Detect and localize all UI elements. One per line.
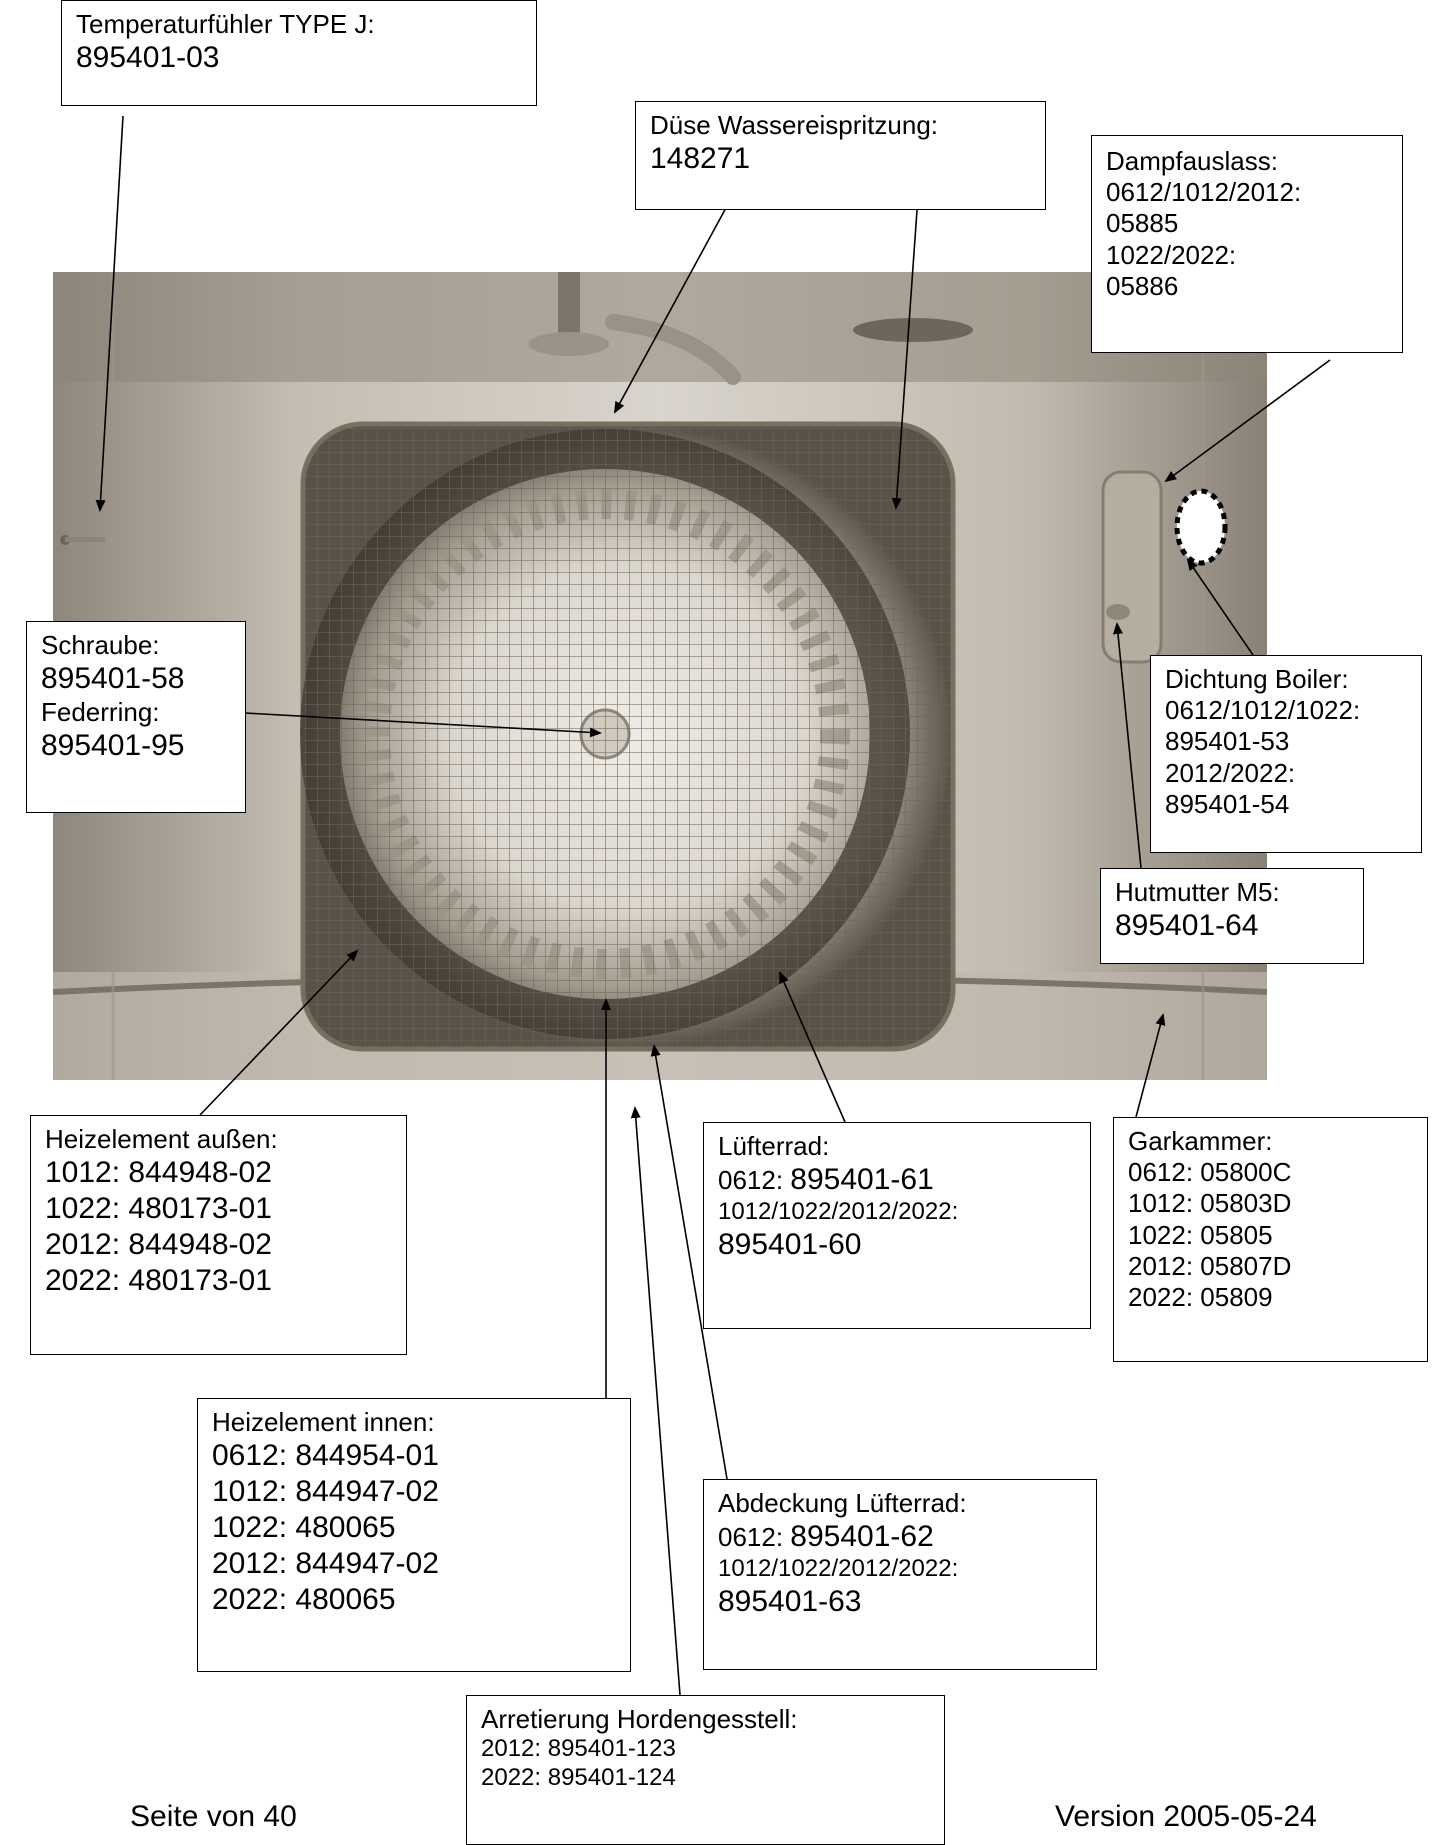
heater-outer-label: Heizelement außen: — [45, 1124, 278, 1154]
rack-lock-label: Arretierung Hordengesstell: — [481, 1704, 798, 1734]
temp-sensor-part: 895401-03 — [76, 41, 220, 75]
callout-nozzle: Düse Wassereispritzung: 148271 — [635, 101, 1046, 210]
callout-temperature-sensor: Temperaturfühler TYPE J: 895401-03 — [61, 0, 537, 106]
fan-cover-model2: 1012/1022/2012/2022: — [718, 1555, 959, 1583]
heater-inner-row: 0612: 844954-01 — [212, 1439, 439, 1473]
fan-wheel-model2: 1012/1022/2012/2022: — [718, 1198, 959, 1226]
callout-screw: Schraube: 895401-58 Federring: 895401-95 — [26, 621, 246, 813]
heater-inner-label: Heizelement innen: — [212, 1407, 435, 1437]
steam-outlet-line4: 05886 — [1106, 270, 1179, 301]
boiler-seal-label: Dichtung Boiler: — [1165, 664, 1349, 694]
fan-wheel-label: Lüfterrad: — [718, 1131, 830, 1161]
callout-fan-cover: Abdeckung Lüfterrad: 0612: 895401-62 101… — [703, 1479, 1097, 1670]
heater-inner-row: 2012: 844947-02 — [212, 1547, 439, 1581]
fan-cover-part1: 895401-62 — [790, 1520, 934, 1554]
heater-outer-row: 1022: 480173-01 — [45, 1192, 272, 1226]
callout-rack-lock: Arretierung Hordengesstell: 2012: 895401… — [466, 1695, 945, 1845]
cooking-chamber-row: 1012: 05803D — [1128, 1188, 1292, 1219]
steam-outlet-label: Dampfauslass: — [1106, 146, 1278, 176]
steam-outlet-line1: 0612/1012/2012: — [1106, 177, 1302, 208]
fan-cover-model1: 0612: — [718, 1522, 791, 1553]
callout-cap-nut: Hutmutter M5: 895401-64 — [1100, 868, 1364, 964]
page-footer-left: Seite von 40 — [130, 1800, 297, 1833]
cooking-chamber-row: 0612: 05800C — [1128, 1157, 1292, 1188]
rack-lock-row: 2012: 895401-123 — [481, 1735, 676, 1763]
callout-heater-outer: Heizelement außen: 1012: 844948-02 1022:… — [30, 1115, 407, 1355]
heater-inner-row: 1012: 844947-02 — [212, 1475, 439, 1509]
spring-washer-part: 895401-95 — [41, 729, 185, 763]
rack-lock-row: 2022: 895401-124 — [481, 1763, 676, 1791]
boiler-seal-line3: 2012/2022: — [1165, 757, 1296, 788]
callout-fan-wheel: Lüfterrad: 0612: 895401-61 1012/1022/201… — [703, 1122, 1091, 1329]
fan-cover-part2: 895401-63 — [718, 1584, 862, 1618]
cooking-chamber-row: 2012: 05807D — [1128, 1250, 1292, 1281]
nozzle-part: 148271 — [650, 142, 751, 176]
leader-rack-lock — [630, 1106, 681, 1696]
callout-cooking-chamber: Garkammer: 0612: 05800C 1012: 05803D 102… — [1113, 1117, 1428, 1362]
callout-heater-inner: Heizelement innen: 0612: 844954-01 1012:… — [197, 1398, 631, 1672]
heater-outer-row: 2022: 480173-01 — [45, 1264, 272, 1298]
callout-steam-outlet: Dampfauslass: 0612/1012/2012: 05885 1022… — [1091, 135, 1403, 353]
screw-part: 895401-58 — [41, 662, 185, 696]
boiler-seal-line4: 895401-54 — [1165, 788, 1290, 819]
heater-inner-row: 1022: 480065 — [212, 1511, 396, 1545]
spring-washer-label: Federring: — [41, 697, 160, 728]
heater-inner-row: 2022: 480065 — [212, 1583, 396, 1617]
screw-label: Schraube: — [41, 630, 160, 660]
cap-nut-part: 895401-64 — [1115, 909, 1259, 943]
fan-wheel-part2: 895401-60 — [718, 1227, 862, 1261]
cap-nut-label: Hutmutter M5: — [1115, 877, 1280, 907]
fan-cover-label: Abdeckung Lüfterrad: — [718, 1488, 967, 1518]
fan-wheel-model1: 0612: — [718, 1165, 791, 1196]
nozzle-label: Düse Wassereispritzung: — [650, 110, 939, 140]
temp-sensor-label: Temperaturfühler TYPE J: — [76, 9, 375, 39]
cooking-chamber-label: Garkammer: — [1128, 1126, 1273, 1156]
heater-outer-row: 2012: 844948-02 — [45, 1228, 272, 1262]
boiler-seal-line2: 895401-53 — [1165, 726, 1290, 757]
steam-outlet-line3: 1022/2022: — [1106, 239, 1237, 270]
steam-outlet-line2: 05885 — [1106, 208, 1179, 239]
page-footer-right: Version 2005-05-24 — [1055, 1800, 1317, 1833]
heater-outer-row: 1012: 844948-02 — [45, 1156, 272, 1190]
boiler-seal-line1: 0612/1012/1022: — [1165, 695, 1361, 726]
cooking-chamber-row: 1022: 05805 — [1128, 1219, 1273, 1250]
callout-boiler-seal: Dichtung Boiler: 0612/1012/1022: 895401-… — [1150, 655, 1422, 853]
fan-wheel-part1: 895401-61 — [790, 1163, 934, 1197]
cooking-chamber-row: 2022: 05809 — [1128, 1281, 1273, 1312]
